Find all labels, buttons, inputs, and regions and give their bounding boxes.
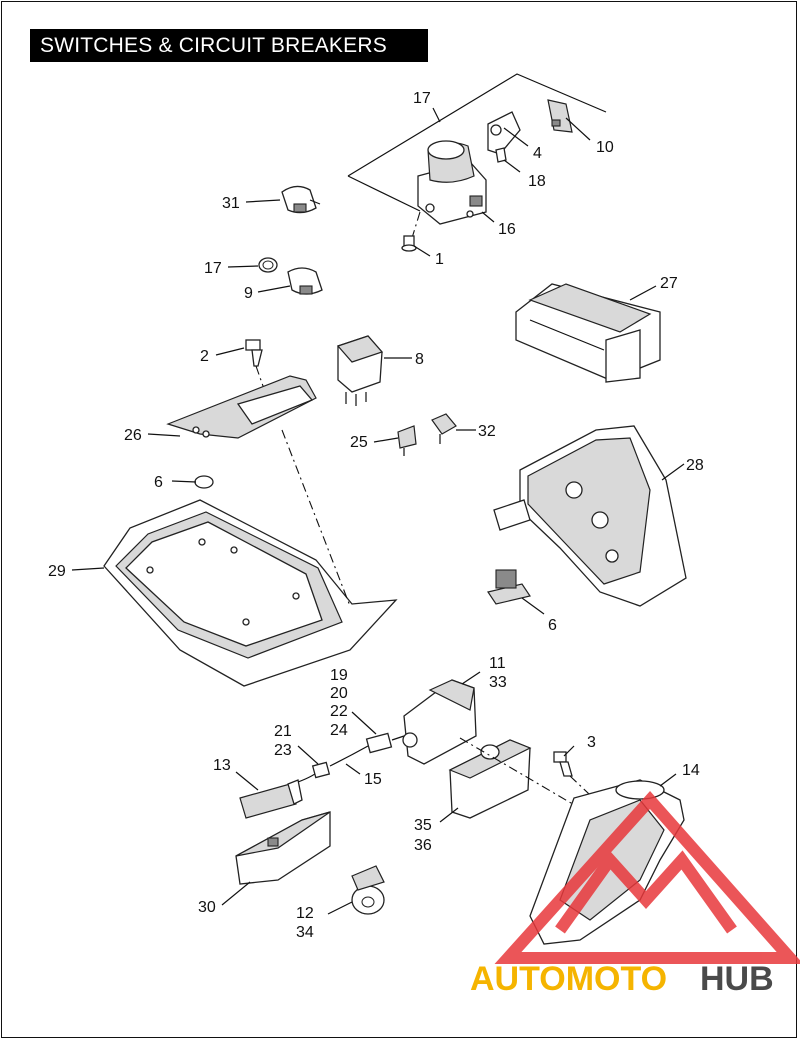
- callout-13: 13: [213, 757, 231, 774]
- part-9-switch: [287, 267, 323, 295]
- callout-10: 10: [596, 139, 614, 156]
- part-31-switch: [281, 185, 321, 214]
- part-6-connector-right: [487, 569, 531, 605]
- callout-12: 12: [296, 905, 314, 922]
- part-10-clip: [547, 99, 573, 133]
- page-title: SWITCHES & CIRCUIT BREAKERS: [30, 29, 428, 62]
- part-26-bracket: [166, 375, 317, 439]
- part-27-cover: [515, 283, 661, 383]
- part-1-screw: [401, 211, 421, 252]
- callout-15: 15: [364, 771, 382, 788]
- part-11-module: [402, 679, 477, 765]
- callout-31: 31: [222, 195, 240, 212]
- part-32-fuse: [431, 413, 457, 444]
- callout-4: 4: [533, 145, 542, 162]
- part-13-sensor: [239, 779, 303, 819]
- callout-33: 33: [489, 674, 507, 691]
- part-25-fuse: [397, 425, 417, 456]
- watermark-brand-part1: AUTOMOTO: [470, 960, 667, 998]
- callout-35: 35: [414, 817, 432, 834]
- callout-30: 30: [198, 899, 216, 916]
- callout-9: 9: [244, 285, 253, 302]
- callout-19: 19: [330, 667, 348, 684]
- callout-17-group: 17: [413, 90, 431, 107]
- part-15-harness: [297, 732, 405, 783]
- callout-24: 24: [330, 722, 348, 739]
- callout-27: 27: [660, 275, 678, 292]
- callout-11: 11: [489, 655, 506, 672]
- callout-22: 22: [330, 703, 348, 720]
- callout-3: 3: [587, 734, 596, 751]
- callout-18: 18: [528, 173, 546, 190]
- part-12-washer: [351, 865, 385, 915]
- part-6-plug-left: [194, 475, 214, 489]
- callout-23: 23: [274, 742, 292, 759]
- callout-leaders: [71, 107, 685, 915]
- callout-20: 20: [330, 685, 348, 702]
- callout-8: 8: [415, 351, 424, 368]
- callout-2: 2: [200, 348, 209, 365]
- part-29-tray: [103, 499, 398, 687]
- watermark-brand-part2: HUB: [700, 960, 774, 998]
- callout-29: 29: [48, 563, 66, 580]
- watermark-logo: [494, 790, 800, 964]
- assembly-line-bracket: [281, 429, 351, 607]
- callout-34: 34: [296, 924, 314, 941]
- part-4-terminal-boot: [487, 111, 521, 163]
- callout-25: 25: [350, 434, 368, 451]
- callout-16: 16: [498, 221, 516, 238]
- callout-6-connector: 6: [548, 617, 557, 634]
- callout-26: 26: [124, 427, 142, 444]
- callout-14: 14: [682, 762, 700, 779]
- callout-21: 21: [274, 723, 292, 740]
- callout-36: 36: [414, 837, 432, 854]
- group-bracket-17: [347, 73, 607, 212]
- callout-1: 1: [435, 251, 444, 268]
- part-35-module: [448, 739, 532, 819]
- part-30-bracket: [235, 811, 331, 885]
- callout-28: 28: [686, 457, 704, 474]
- part-16-solenoid: [417, 140, 487, 225]
- part-8-relay: [336, 335, 384, 406]
- part-17-o-ring: [258, 257, 278, 273]
- part-28-caddy: [493, 425, 687, 607]
- callout-32: 32: [478, 423, 496, 440]
- callout-6-plug: 6: [154, 474, 163, 491]
- callout-17-o-ring: 17: [204, 260, 222, 277]
